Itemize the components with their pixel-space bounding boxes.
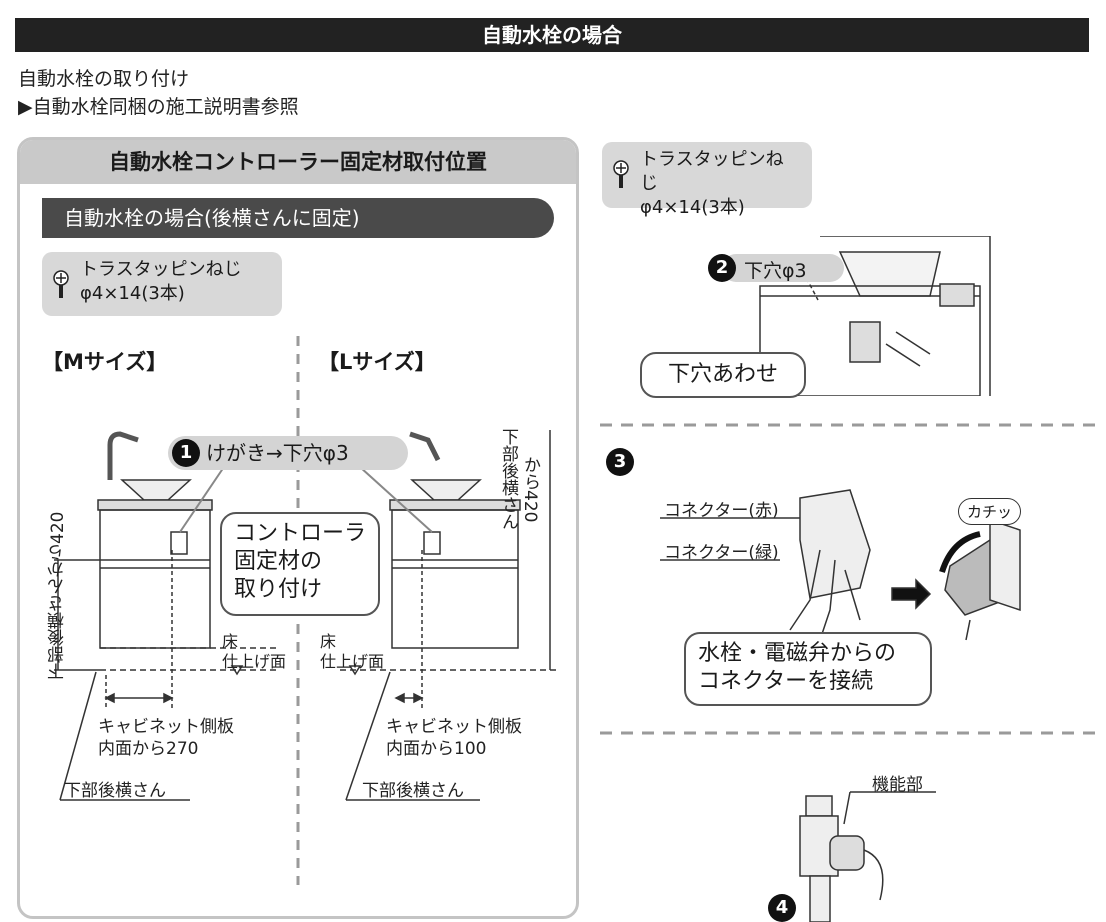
- screw-size-right: φ4×14(3本): [640, 197, 745, 218]
- m-dim-line-2: 内面から270: [98, 739, 199, 759]
- cabinet-diagram: [54, 336, 560, 885]
- l-rail-label: 下部後横さん: [362, 781, 464, 801]
- floor-left-1: 床: [222, 632, 239, 651]
- click-badge: カチッ: [958, 498, 1022, 525]
- intro-line-1: 自動水栓の取り付け: [18, 68, 190, 90]
- step-4-diagram: [799, 791, 936, 922]
- screw-name-right: トラスタッピンねじ: [640, 149, 784, 194]
- step-2-label: 下穴φ3: [744, 260, 807, 282]
- step-1-label: けがき→下穴φ3: [206, 441, 349, 465]
- section-header: 自動水栓の場合: [15, 18, 1089, 52]
- panel-title: 自動水栓コントローラー固定材取付位置: [20, 140, 576, 184]
- floor-right-2: 仕上げ面: [320, 652, 385, 671]
- vertical-dim-right-2: から420: [520, 456, 540, 523]
- step-3-number: 3: [606, 448, 634, 476]
- l-cabinet-drawing: [340, 430, 560, 801]
- screw-size: φ4×14(3本): [80, 283, 185, 304]
- connector-green-label: コネクター(緑): [664, 543, 779, 563]
- screw-icon: [53, 270, 69, 298]
- m-rail-label: 下部後横さん: [64, 781, 166, 801]
- bubble-line-3: 取り付け: [234, 577, 323, 602]
- screw-icon: [613, 160, 629, 188]
- step-2-diagram: [759, 236, 991, 396]
- screw-spec-box-right: トラスタッピンねじ φ4×14(3本): [602, 142, 812, 218]
- step-1-number: 1: [172, 439, 200, 467]
- connect-bubble: 水栓・電磁弁からの コネクターを接続: [684, 632, 932, 706]
- connector-red-label: コネクター(赤): [664, 501, 779, 521]
- panel-subtitle: 自動水栓の場合(後横さんに固定): [42, 198, 554, 238]
- vertical-dim-right-1: 下部後横さん: [498, 428, 518, 530]
- connect-line-2: コネクターを接続: [698, 669, 874, 694]
- vertical-dim-left: 下部後横さんから420: [48, 511, 68, 680]
- floor-left-2: 仕上げ面: [222, 652, 287, 671]
- step-2-callout: [722, 254, 844, 282]
- step-3-diagram: [660, 489, 1021, 641]
- hole-align-bubble: 下穴あわせ: [640, 352, 806, 398]
- step-2-number: 2: [708, 254, 736, 282]
- intro-line-2: ▶自動水栓同梱の施工説明書参照: [18, 96, 299, 118]
- l-size-label: 【Lサイズ】: [318, 350, 436, 374]
- l-dim-line-2: 内面から100: [386, 739, 487, 759]
- screw-name: トラスタッピンねじ: [80, 259, 242, 280]
- bubble-line-1: コントローラ: [234, 521, 367, 546]
- bubble-line-2: 固定材の: [234, 549, 323, 574]
- controller-bubble: コントローラ 固定材の 取り付け: [220, 512, 380, 616]
- m-dim-line-1: キャビネット側板: [98, 717, 234, 737]
- l-dim-line-1: キャビネット側板: [386, 717, 522, 737]
- m-size-label: 【Mサイズ】: [42, 350, 168, 374]
- screw-spec-box-left: トラスタッピンねじ φ4×14(3本): [42, 252, 282, 316]
- connect-line-1: 水栓・電磁弁からの: [698, 641, 897, 666]
- floor-right-1: 床: [320, 632, 337, 651]
- step-1-callout: けがき→下穴φ3: [168, 436, 408, 470]
- separator-1: [600, 423, 1100, 427]
- function-part-label: 機能部: [872, 775, 923, 795]
- m-cabinet-drawing: [54, 431, 280, 801]
- separator-2: [600, 731, 1100, 735]
- step-4-number: 4: [768, 894, 796, 922]
